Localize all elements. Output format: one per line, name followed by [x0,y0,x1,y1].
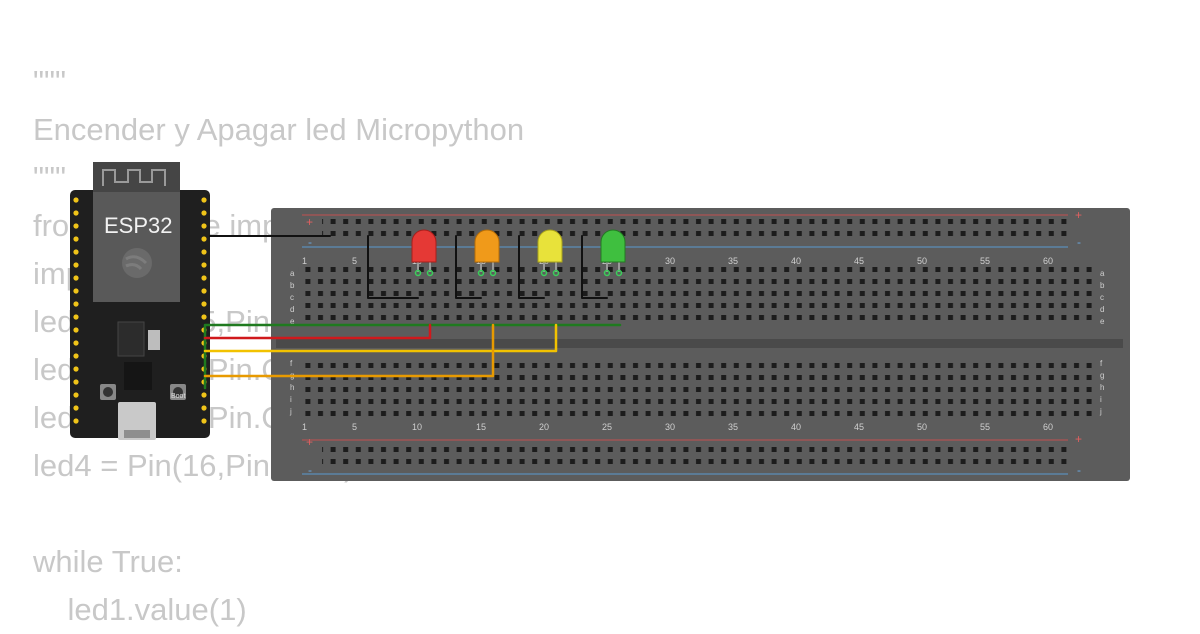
column-label: 5 [352,256,357,266]
row-label: i [1100,395,1102,404]
column-label: 1 [302,256,307,266]
column-label: 30 [665,256,675,266]
esp32-capacitor [148,330,160,350]
row-label: d [290,305,294,314]
row-label: f [1100,359,1103,368]
row-label: e [1100,317,1105,326]
column-label: 30 [665,422,675,432]
en-button-cap [103,387,113,397]
antenna-trace [102,169,166,186]
top-rail-holes [322,219,1072,243]
column-label: 55 [980,422,990,432]
led-orange-body [474,229,500,263]
code-line: led1.value(1) [33,592,247,627]
column-label: 45 [854,422,864,432]
column-label: 55 [980,256,990,266]
column-label: 20 [539,422,549,432]
code-line: """ [33,160,67,195]
center-channel [276,339,1123,348]
ground-wire-red-led[interactable] [367,235,419,299]
row-label: h [1100,383,1104,392]
ground-wire-yellow-led[interactable] [518,235,545,299]
wires [203,235,622,390]
bottom-minus-label-right: - [1077,463,1081,477]
ground-wire-orange-led[interactable] [455,235,482,299]
row-label: b [1100,281,1105,290]
esp32-regulator [117,321,145,357]
row-label: h [290,383,294,392]
column-labels-bottom: 1 5 10 15 20 25 30 35 40 45 50 55 60 [302,422,1053,432]
esp32-usb-chip [124,362,152,390]
esp32-module-shield [93,192,180,302]
column-label: 45 [854,256,864,266]
row-label: i [290,395,292,404]
orange-signal-wire[interactable] [203,323,495,378]
column-label: 50 [917,256,927,266]
bottom-plus-label-left: + [306,435,313,449]
led-green[interactable] [600,229,626,277]
column-label: 15 [476,422,486,432]
bottom-minus-label-left: - [308,463,312,477]
column-label: 60 [1043,256,1053,266]
column-label: 1 [302,422,307,432]
row-label: j [1099,407,1102,416]
espressif-logo-icon [122,248,152,278]
row-label: a [1100,269,1105,278]
bottom-rail-holes [322,446,1072,470]
row-labels-right: a b c d e f g h i j [1099,269,1105,416]
led-orange[interactable] [474,229,500,277]
code-line: Encender y Apagar led Micropython [33,112,525,147]
esp32-pins-left [73,197,79,424]
esp32-pins-right [201,197,207,424]
led-red[interactable] [411,229,437,277]
column-label: 50 [917,422,927,432]
led-green-body [600,229,626,263]
column-label: 60 [1043,422,1053,432]
column-label: 10 [412,422,422,432]
terminal-strip-bottom-holes [298,356,1096,417]
row-label: d [1100,305,1104,314]
micro-usb-opening [124,430,150,438]
top-minus-label-left: - [308,235,312,249]
breadboard[interactable]: + + - - + + - - 1 5 10 15 20 25 30 35 40… [271,208,1130,481]
row-label: a [290,269,295,278]
column-label: 40 [791,422,801,432]
column-label: 5 [352,422,357,432]
code-line: while True: [33,544,183,579]
bottom-plus-label-right: + [1075,432,1082,446]
column-label: 25 [602,422,612,432]
row-label: c [290,293,294,302]
code-line: """ [33,64,67,99]
boot-button-label: Boot [171,393,185,400]
led-yellow[interactable] [537,229,563,277]
esp32-label: ESP32 [104,213,173,238]
column-label: 40 [791,256,801,266]
row-label: e [290,317,295,326]
boot-button-cap [173,387,183,397]
row-label: c [1100,293,1104,302]
top-plus-label-right: + [1075,208,1082,222]
top-plus-label-left: + [306,215,313,229]
row-label: b [290,281,295,290]
row-label: j [289,407,292,416]
row-label: g [1100,371,1104,380]
top-minus-label-right: - [1077,235,1081,249]
row-labels-left: a b c d e f g h i j [289,269,295,416]
led-yellow-body [537,229,563,263]
red-signal-wire[interactable] [203,323,432,340]
terminal-strip-top-holes [298,266,1096,327]
esp32-antenna [93,162,180,194]
green-signal-wire[interactable] [203,323,622,390]
row-label: f [290,359,293,368]
yellow-signal-wire[interactable] [203,323,558,353]
column-label: 35 [728,422,738,432]
column-label: 35 [728,256,738,266]
ground-wire-green-led[interactable] [581,235,608,299]
esp32-board[interactable]: ESP32 Boot [70,162,210,440]
led-red-body [411,229,437,263]
